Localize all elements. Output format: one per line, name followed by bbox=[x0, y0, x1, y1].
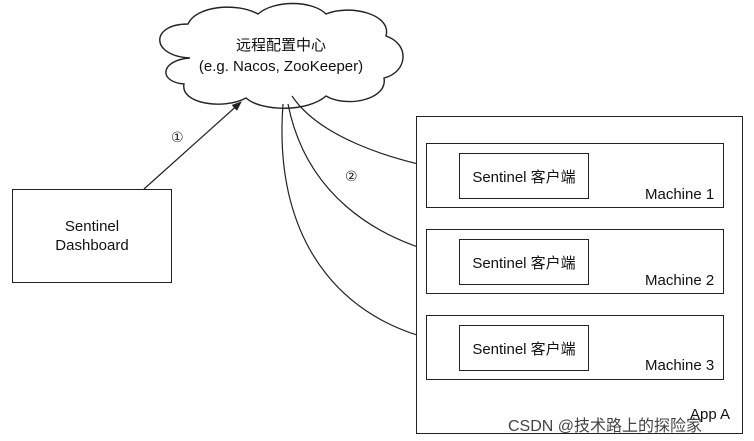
csdn-watermark: CSDN @技术路上的探险家 bbox=[508, 418, 703, 435]
machine-label-3: Machine 3 bbox=[645, 357, 715, 374]
dashboard-label-line-2: Dashboard bbox=[55, 237, 129, 254]
dashboard-label-line-1: Sentinel bbox=[64, 218, 120, 235]
machine-label-2: Machine 2 bbox=[645, 272, 715, 289]
sentinel-client-box-3: Sentinel 客户端 bbox=[459, 325, 589, 371]
step-2-marker: ② bbox=[345, 168, 358, 184]
step-1-marker: ① bbox=[171, 129, 184, 145]
sentinel-client-label: Sentinel 客户端 bbox=[472, 254, 576, 272]
sentinel-client-box-2: Sentinel 客户端 bbox=[459, 239, 589, 285]
sentinel-client-label: Sentinel 客户端 bbox=[472, 340, 576, 358]
app-a-label: App A bbox=[690, 406, 731, 423]
machine-label-1: Machine 1 bbox=[645, 186, 715, 203]
sentinel-client-label: Sentinel 客户端 bbox=[472, 168, 576, 186]
sentinel-client-box-1: Sentinel 客户端 bbox=[459, 153, 589, 199]
sentinel-dashboard-box: Sentinel Dashboard bbox=[12, 189, 172, 283]
config-center-cloud bbox=[159, 2, 404, 109]
config-center-title: 远程配置中心 bbox=[235, 37, 326, 54]
config-center-label: 远程配置中心 (e.g. Nacos, ZooKeeper) bbox=[150, 36, 412, 80]
dashboard-to-config-arrow bbox=[143, 101, 242, 190]
config-center-subtitle: (e.g. Nacos, ZooKeeper) bbox=[198, 58, 364, 75]
